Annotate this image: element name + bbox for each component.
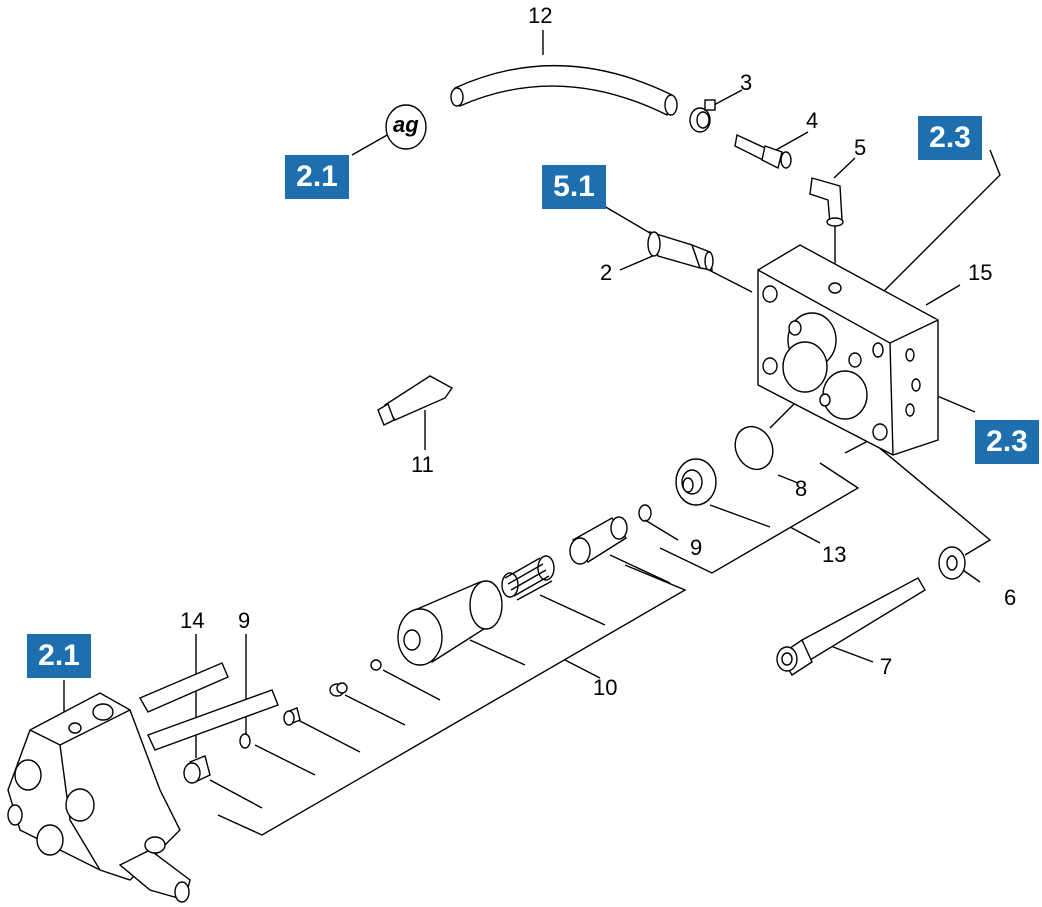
pump-head-block	[7, 692, 191, 903]
spring	[501, 555, 555, 601]
ag-logo-text: ag	[393, 112, 419, 137]
callout-5: 5	[854, 135, 867, 160]
reference-badge-2-1-top[interactable]: 2.1	[285, 155, 349, 199]
callout-9-lower: 9	[238, 608, 251, 633]
reference-badge-2-3-right[interactable]: 2.3	[975, 420, 1039, 464]
hose-part-12	[450, 65, 678, 117]
callout-10: 10	[593, 675, 618, 700]
bushing	[283, 707, 301, 726]
hose-nipple-part-4	[734, 133, 792, 170]
o-ring-part-8	[734, 425, 774, 471]
pressure-switch-part-2	[647, 230, 714, 271]
callout-14: 14	[180, 608, 205, 633]
reference-badge-2-3-top[interactable]: 2.3	[918, 116, 982, 160]
elbow-fitting-part-5	[809, 177, 844, 227]
washer-part-6	[938, 546, 966, 580]
bolt-part-7	[776, 577, 926, 676]
callout-6: 6	[1004, 585, 1017, 610]
reference-badge-5-1[interactable]: 5.1	[542, 165, 606, 209]
grease-tube-part-11	[377, 375, 454, 426]
valve-cage	[569, 516, 628, 565]
valve-seat-part-13	[675, 458, 717, 506]
callout-4: 4	[806, 108, 819, 133]
callout-8: 8	[795, 476, 808, 501]
valve-block-part-15	[757, 244, 939, 456]
ag-logo-oval	[385, 104, 427, 150]
callout-7: 7	[880, 654, 893, 679]
o-ring-part-9-lower	[239, 733, 251, 749]
callout-3: 3	[740, 70, 753, 95]
callout-2: 2	[600, 260, 613, 285]
piston	[397, 580, 503, 666]
callout-12: 12	[528, 3, 553, 28]
reference-badge-2-1-left[interactable]: 2.1	[27, 634, 91, 678]
callout-9-upper: 9	[690, 535, 703, 560]
plug-part-14	[183, 755, 211, 784]
o-ring-part-9-upper	[638, 504, 652, 522]
small-valve-insert	[329, 682, 348, 697]
callout-13: 13	[822, 542, 847, 567]
ball	[370, 659, 382, 671]
threaded-rods	[139, 662, 279, 751]
clamp-part-3	[689, 99, 716, 133]
callout-11: 11	[411, 452, 434, 477]
callout-15: 15	[968, 260, 993, 285]
